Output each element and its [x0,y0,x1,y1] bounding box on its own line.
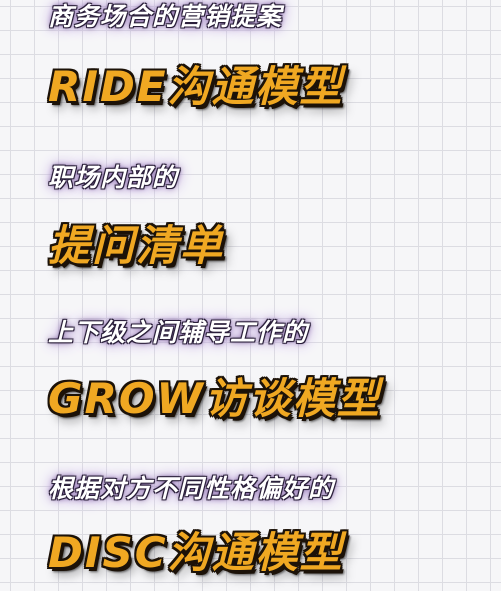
section-1-headline: RIDE沟通模型 [48,62,344,111]
section-2-subtitle: 职场内部的 [48,163,179,192]
section-3-subtitle: 上下级之间辅导工作的 [48,318,309,347]
section-2-headline: 提问清单 [48,221,225,270]
section-3-headline: GROW访谈模型 [48,374,381,423]
section-4-subtitle: 根据对方不同性格偏好的 [48,474,335,503]
section-1-subtitle: 商务场合的营销提案 [48,2,283,31]
section-4-headline: DISC沟通模型 [48,528,344,577]
